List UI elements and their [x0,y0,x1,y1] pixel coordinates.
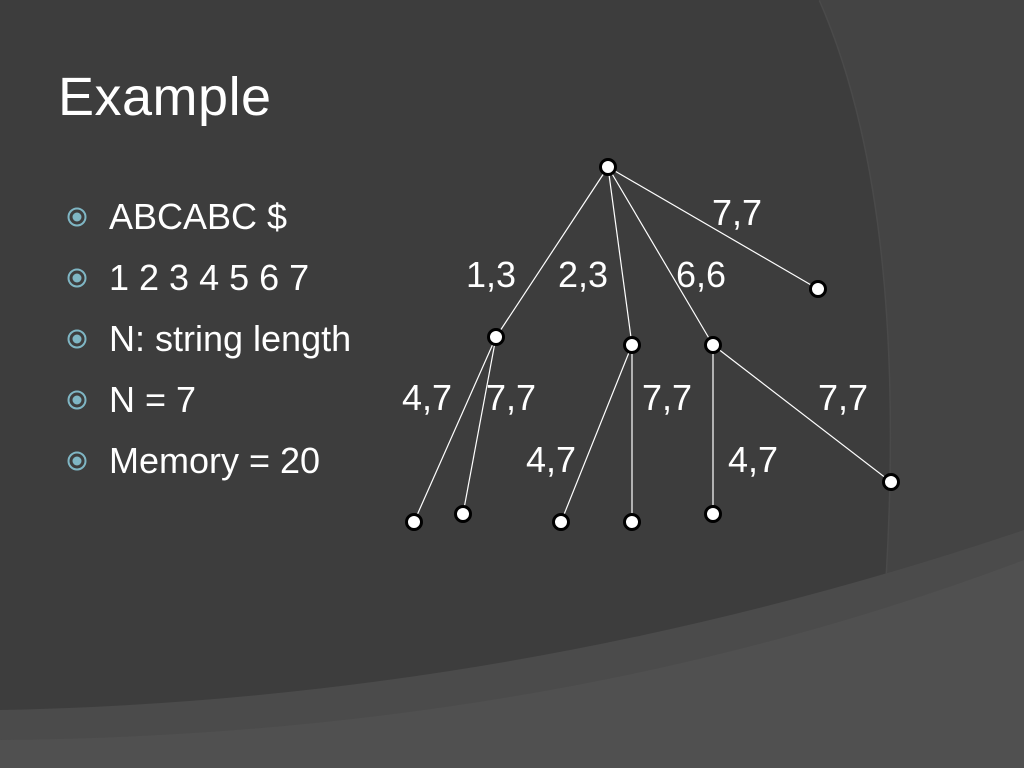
tree-edge-root-n-ab [495,166,609,338]
edge-label-n-ab-leaf-ab-1: 4,7 [402,377,452,418]
bullet-item: Memory = 20 [66,430,351,491]
tree-edge-root-n-b [607,166,633,346]
tree-edge-n-c-leaf-c-2 [712,344,892,483]
tree-edge-n-ab-leaf-ab-1 [413,336,497,523]
circle-bullet-icon [66,450,88,472]
tree-node-leaf-ab-1 [405,513,423,531]
tree-edge-root-leaf-dollar [607,166,819,290]
edge-layer [413,166,892,523]
bullet-text: Memory = 20 [109,439,321,481]
bullet-text: N = 7 [109,378,197,420]
edge-label-root-n-c: 6,6 [676,254,726,295]
tree-node-n-b [623,336,641,354]
edge-label-root-n-ab: 1,3 [466,254,516,295]
node-layer [405,158,900,531]
tree-node-n-c [704,336,722,354]
edge-label-root-n-b: 2,3 [558,254,608,295]
tree-edge-n-b-leaf-b-1 [560,344,633,523]
edge-label-n-c-leaf-c-2: 7,7 [818,377,868,418]
circle-bullet-icon [66,206,88,228]
tree-edge-n-ab-leaf-ab-2 [462,336,497,515]
bullet-text: ABCABC $ [109,195,288,237]
tree-node-leaf-dollar [809,280,827,298]
circle-bullet-icon [66,267,88,289]
bullet-list: ABCABC $ 1 2 3 4 5 6 7 N: string length … [66,186,351,491]
bg-band-bottom-inner [0,560,1024,768]
bullet-item: N: string length [66,308,351,369]
tree-node-leaf-c-2 [882,473,900,491]
tree-node-n-ab [487,328,505,346]
tree-node-leaf-b-2 [623,513,641,531]
circle-bullet-icon [66,389,88,411]
bullet-item: 1 2 3 4 5 6 7 [66,247,351,308]
edge-label-n-ab-leaf-ab-2: 7,7 [486,377,536,418]
tree-node-root [599,158,617,176]
edge-label-layer: 1,3 2,3 6,6 7,7 4,7 7,7 4,7 7,7 4,7 7,7 [402,192,868,480]
bullet-item: ABCABC $ [66,186,351,247]
circle-bullet-icon [66,328,88,350]
bullet-item: N = 7 [66,369,351,430]
edge-label-n-b-leaf-b-2: 7,7 [642,377,692,418]
tree-node-leaf-b-1 [552,513,570,531]
tree-edge-root-n-c [607,166,714,346]
edge-label-root-leaf-dollar: 7,7 [712,192,762,233]
edge-label-n-b-leaf-b-1: 4,7 [526,439,576,480]
bullet-text: 1 2 3 4 5 6 7 [109,256,310,298]
slide-title: Example [58,67,272,127]
tree-node-leaf-c-1 [704,505,722,523]
edge-label-n-c-leaf-c-1: 4,7 [728,439,778,480]
bullet-text: N: string length [109,317,352,359]
tree-node-leaf-ab-2 [454,505,472,523]
